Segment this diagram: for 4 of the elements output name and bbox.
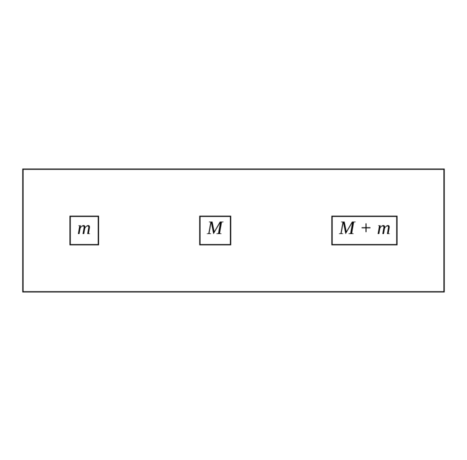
node-box: M + m (331, 215, 398, 245)
node-box: m (70, 215, 100, 245)
cluster (22, 168, 445, 292)
node-box: M (199, 215, 232, 245)
